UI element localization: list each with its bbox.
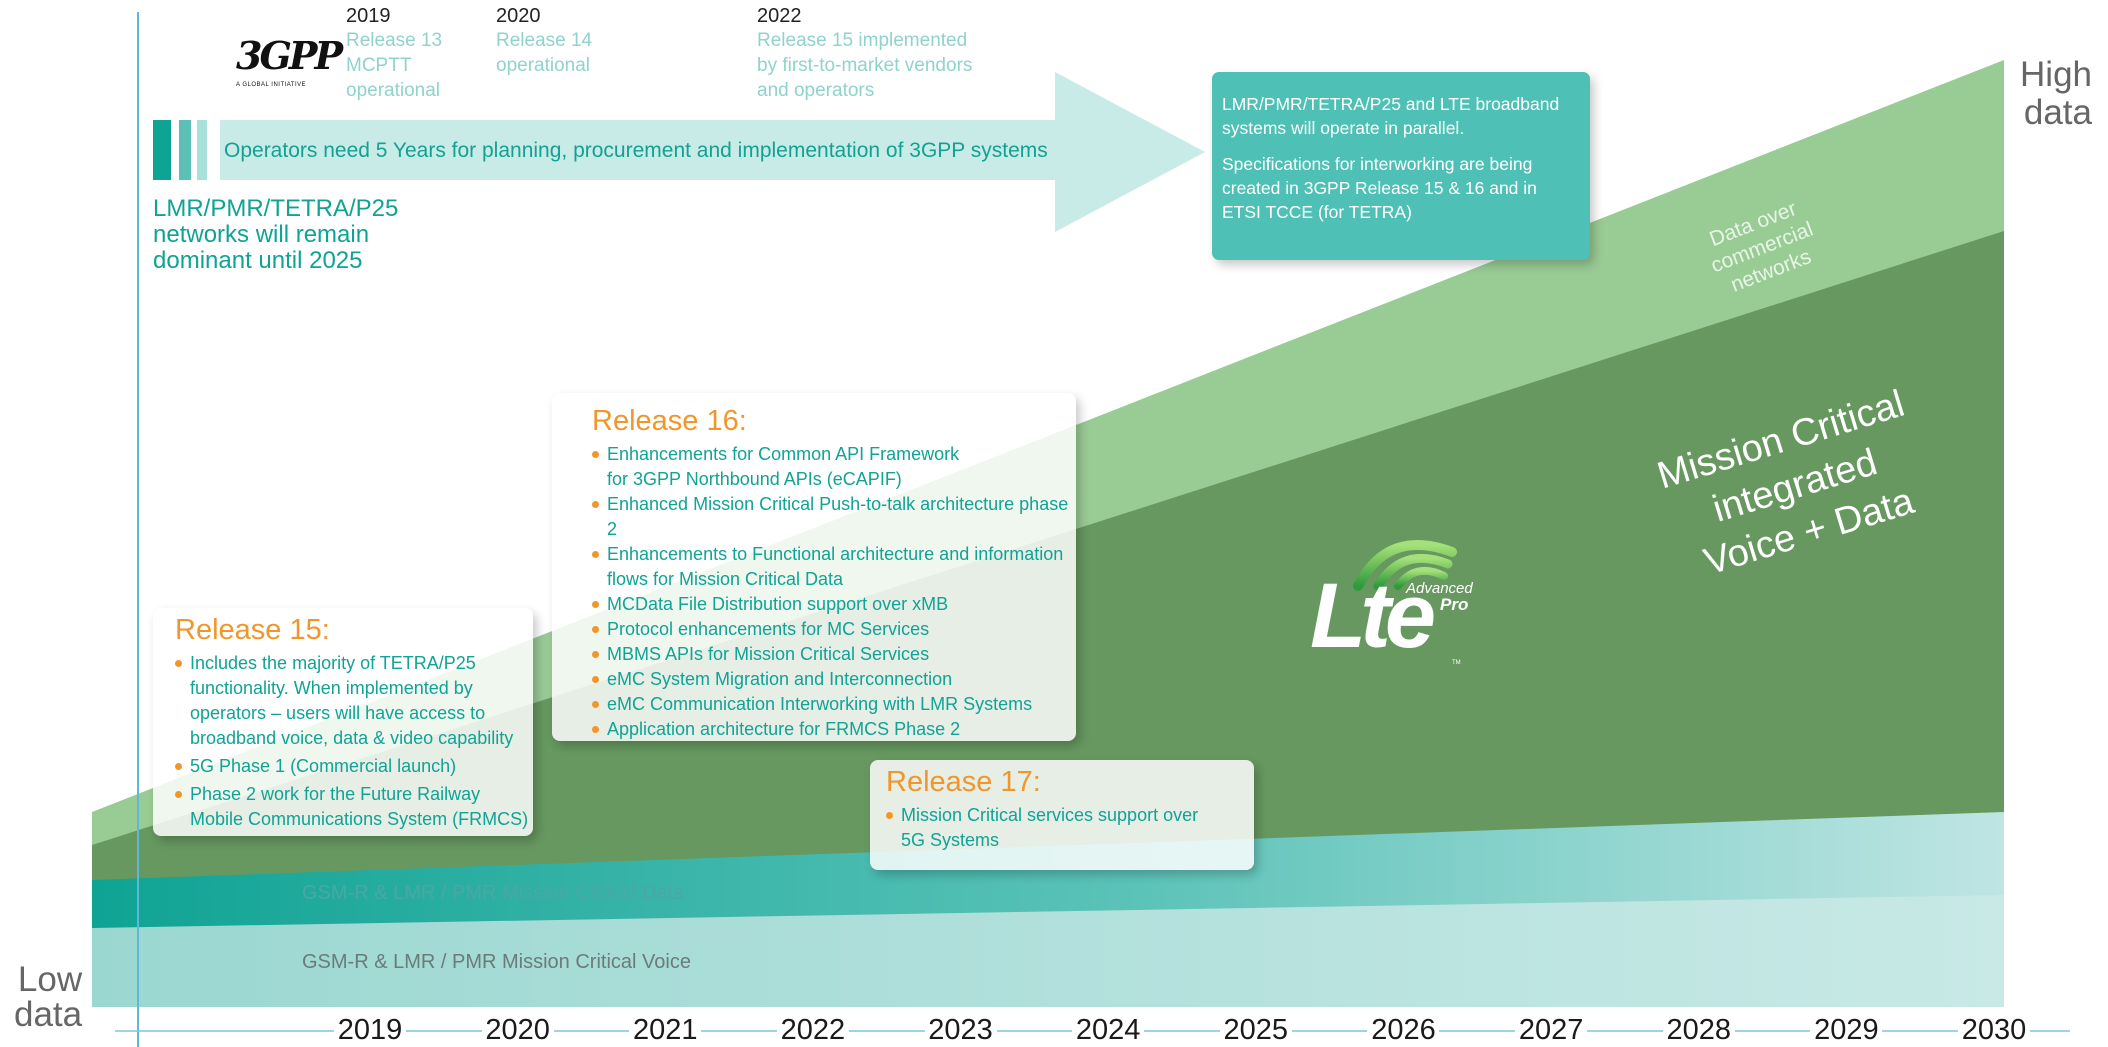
- milestone-year: 2020: [496, 5, 541, 27]
- year-label: 2023: [924, 1014, 997, 1047]
- year-label: 2025: [1219, 1014, 1292, 1047]
- milestone-2019: 2019 Release 13 MCPTT operational: [346, 5, 442, 103]
- lte-advanced-text: Advanced: [1406, 580, 1473, 597]
- release-15-card: Release 15: Includes the majority of TET…: [153, 608, 533, 836]
- milestone-line: operational: [496, 55, 591, 76]
- lte-advanced-pro-logo: Lte Advanced Pro TM: [1300, 522, 1500, 702]
- callout-line: systems will operate in parallel.: [1222, 118, 1465, 138]
- 3gpp-logo-mark: 3GPP: [236, 33, 343, 78]
- 3gpp-logo-tagline: A GLOBAL INITIATIVE: [236, 82, 307, 88]
- year-label: 2020: [481, 1014, 554, 1047]
- high-data-label: High data: [2020, 56, 2092, 132]
- release-item: MCData File Distribution support over xM…: [592, 592, 1076, 617]
- year-label: 2022: [776, 1014, 849, 1047]
- release-item: Enhanced Mission Critical Push-to-talk a…: [592, 492, 1076, 542]
- lte-swoosh-icon: [1353, 540, 1457, 591]
- planning-arrow: [220, 72, 1205, 232]
- parallel-operation-callout: LMR/PMR/TETRA/P25 and LTE broadband syst…: [1212, 72, 1590, 260]
- milestone-line: Release 13: [346, 30, 443, 51]
- low-data-line: Low: [17, 960, 83, 999]
- milestone-line: operational: [346, 80, 441, 101]
- year-label: 2028: [1662, 1014, 1735, 1047]
- low-data-line: data: [14, 995, 83, 1034]
- lmr-dominance-note: LMR/PMR/TETRA/P25 networks will remain d…: [153, 196, 398, 274]
- release-item: MBMS APIs for Mission Critical Services: [592, 642, 1076, 667]
- year-label: 2029: [1810, 1014, 1883, 1047]
- release-item: eMC System Migration and Interconnection: [592, 667, 1076, 692]
- year-label: 2027: [1515, 1014, 1588, 1047]
- milestone-year: 2022: [757, 5, 802, 27]
- year-label: 2021: [629, 1014, 702, 1047]
- year-label: 2030: [1958, 1014, 2030, 1047]
- year-label: 2024: [1072, 1014, 1145, 1047]
- high-data-line: data: [2023, 93, 2092, 132]
- year-label: 2026: [1367, 1014, 1440, 1047]
- milestone-year: 2019: [346, 5, 391, 27]
- milestone-line: by first-to-market vendors: [757, 55, 973, 76]
- high-data-line: High: [2020, 55, 2092, 94]
- milestone-line: MCPTT: [346, 55, 412, 76]
- arrow-stripe-2: [179, 120, 191, 180]
- mc-voice-band: [92, 895, 2004, 1007]
- release-16-card: Release 16: Enhancements for Common API …: [552, 393, 1076, 741]
- milestone-line: and operators: [757, 80, 875, 101]
- callout-line: LMR/PMR/TETRA/P25 and LTE broadband: [1222, 94, 1560, 114]
- release-16-title: Release 16:: [592, 405, 747, 437]
- lte-wordmark: Lte: [1310, 565, 1436, 667]
- callout-line: created in 3GPP Release 15 & 16 and in: [1222, 178, 1537, 198]
- arrow-text: Operators need 5 Years for planning, pro…: [224, 139, 1048, 162]
- year-label: 2019: [334, 1014, 406, 1047]
- milestone-2022: 2022 Release 15 implemented by first-to-…: [757, 5, 972, 103]
- lte-tm-mark: TM: [1452, 660, 1461, 666]
- release-17-card: Release 17: Mission Critical services su…: [870, 760, 1254, 870]
- milestone-line: Release 15 implemented: [757, 30, 968, 51]
- lte-pro-text: Pro: [1440, 595, 1469, 614]
- release-item: Enhancements to Functional architecture …: [592, 542, 1076, 592]
- callout-line: ETSI TCCE (for TETRA): [1222, 202, 1412, 222]
- low-data-label: Low data: [14, 962, 82, 1032]
- lmr-note-line: networks will remain: [153, 221, 370, 248]
- mc-data-label: GSM-R & LMR / PMR Mission Critical Data: [302, 882, 685, 904]
- milestone-2020: 2020 Release 14 operational: [496, 5, 592, 78]
- release-item: Protocol enhancements for MC Services: [592, 617, 1076, 642]
- release-17-title: Release 17:: [886, 766, 1041, 798]
- arrow-stripe-1: [153, 120, 171, 180]
- milestone-line: Release 14: [496, 30, 593, 51]
- lmr-note-line: dominant until 2025: [153, 247, 363, 274]
- release-15-title: Release 15:: [175, 614, 330, 646]
- release-item: Application architecture for FRMCS Phase…: [592, 717, 1076, 742]
- release-item: eMC Communication Interworking with LMR …: [592, 692, 1076, 717]
- release-item: 5G Phase 1 (Commercial launch): [175, 754, 533, 779]
- arrow-stripe-3: [197, 120, 207, 180]
- lmr-note-line: LMR/PMR/TETRA/P25: [153, 195, 399, 222]
- mc-voice-label: GSM-R & LMR / PMR Mission Critical Voice: [302, 951, 691, 973]
- 3gpp-logo: 3GPP A GLOBAL INITIATIVE: [236, 33, 343, 96]
- callout-line: Specifications for interworking are bein…: [1222, 154, 1533, 174]
